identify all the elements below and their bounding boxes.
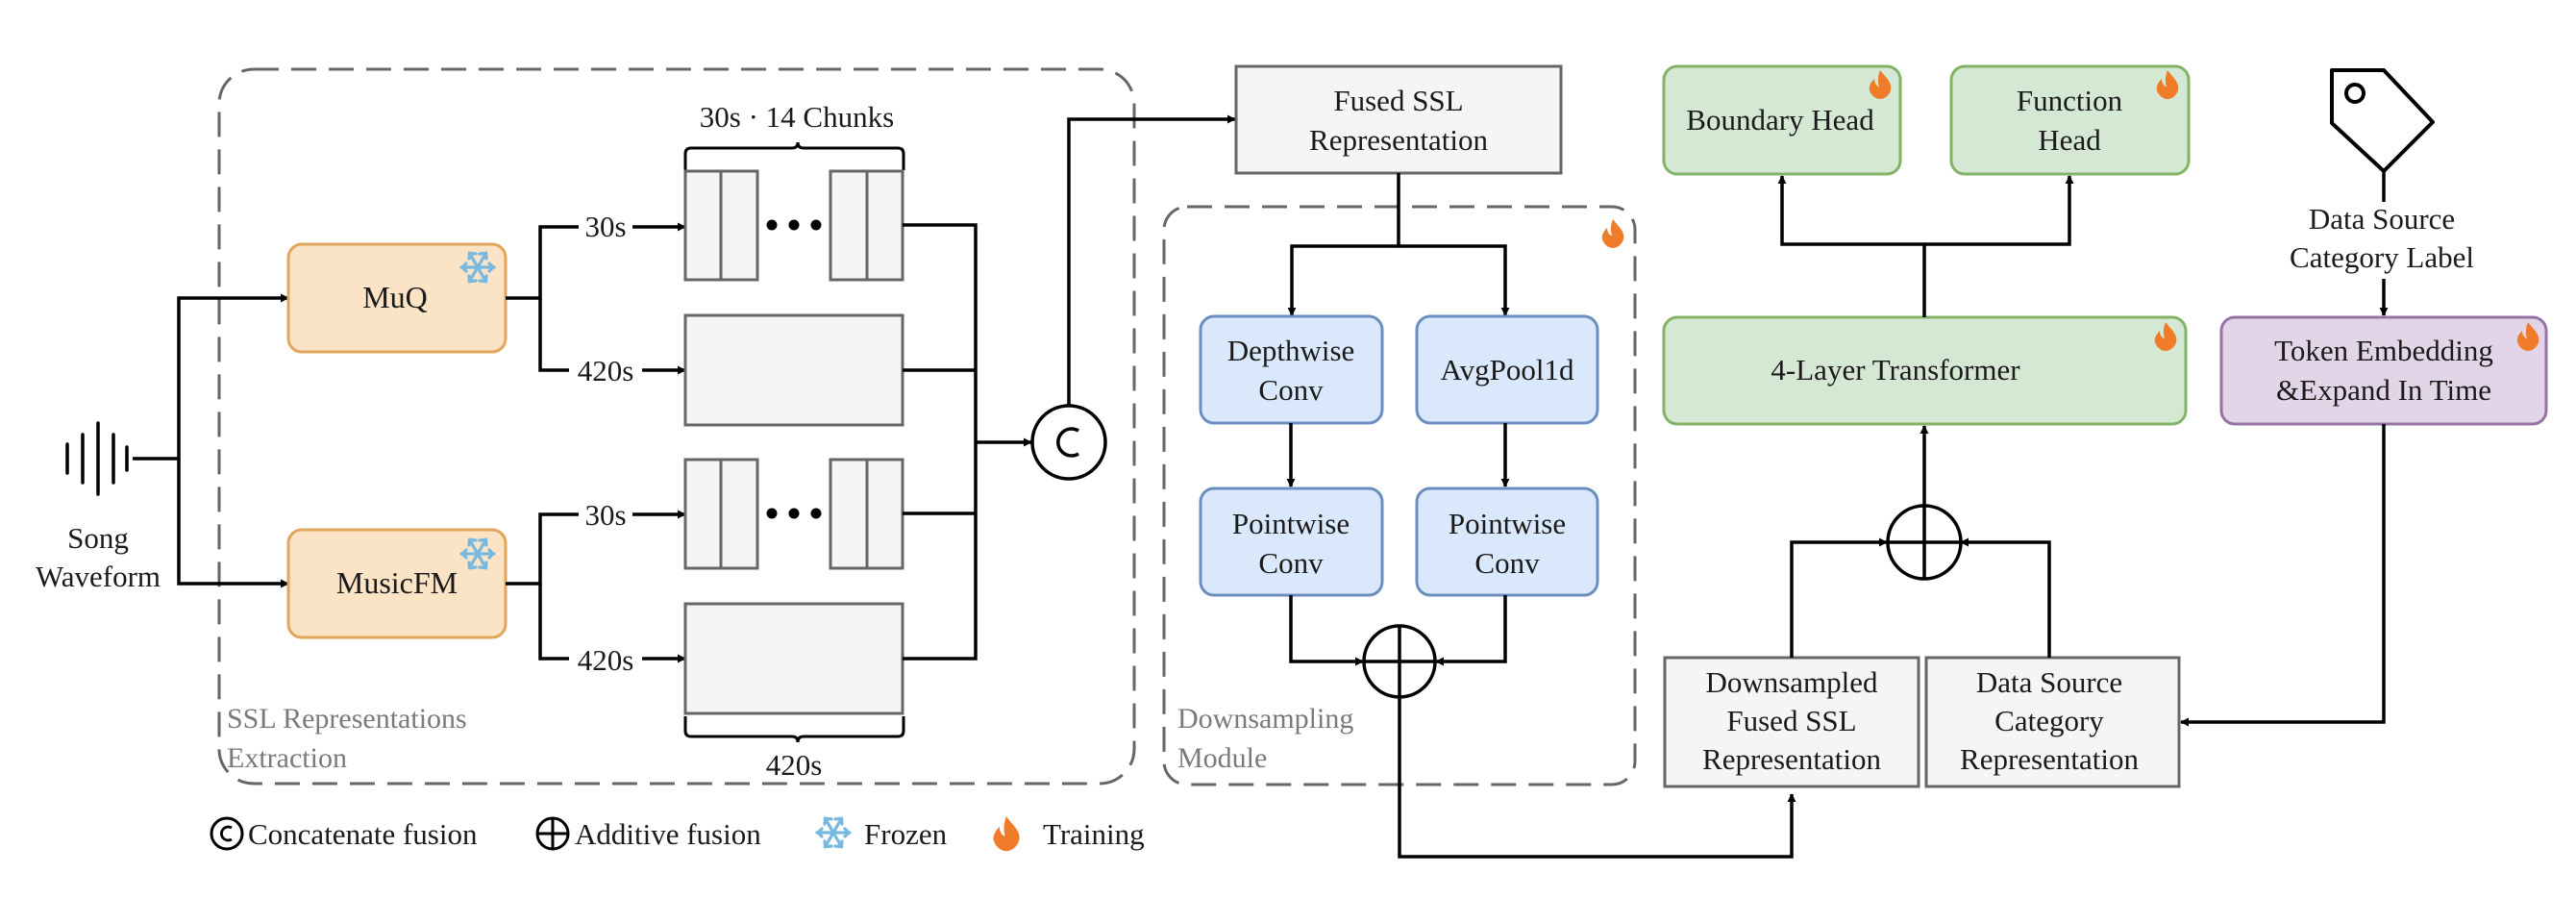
pointwise-conv-right-label: Pointwise — [1449, 507, 1566, 540]
arrow-pointwise-right-add — [1435, 595, 1507, 666]
chunks-brace-label: 30s · 14 Chunks — [700, 100, 894, 134]
downsampled-fused-ssl-box — [1663, 656, 1920, 788]
branch-label-30s-musicfm: 30s — [584, 498, 626, 532]
arrow-embedding-datasource — [2180, 424, 2386, 727]
arrow-waveform-musicfm — [177, 459, 289, 588]
arrow-downsampled-add — [1790, 537, 1888, 658]
legend-training-label: Training — [1043, 817, 1145, 851]
bottom-brace-label: 420s — [766, 748, 823, 782]
downsampled-label-line3: Representation — [1702, 742, 1881, 776]
ssl-extraction-group — [217, 67, 1136, 786]
data-source-label-line2: Category Label — [2290, 240, 2474, 274]
branch-label-420s-muq: 420s — [578, 354, 634, 387]
arrow-fused-avgpool — [1399, 244, 1510, 316]
data-source-repr-label-line3: Representation — [1960, 742, 2139, 776]
muq-30s-chunks — [683, 169, 904, 282]
pointwise-conv-right-box — [1415, 486, 1599, 597]
arrow-pointwise-left-add — [1289, 595, 1364, 666]
arrow-fused-split — [1287, 173, 1400, 316]
function-head-label: Function — [2017, 84, 2123, 117]
depthwise-conv-box — [1199, 314, 1384, 425]
downsampling-training-icon — [1601, 219, 1624, 248]
line-musicfm420-concat — [903, 442, 978, 661]
legend-concat-label: Concatenate fusion — [248, 817, 478, 851]
transformer-label: 4-Layer Transformer — [1771, 353, 2020, 387]
boundary-head-box — [1662, 64, 1902, 176]
bottom-brace — [683, 716, 905, 743]
data-source-repr-label: Data Source — [1976, 665, 2122, 699]
downsampling-group-label-line2: Module — [1177, 742, 1267, 774]
arrow-transformer-function — [1924, 175, 2074, 246]
musicfm-30s-chunks — [683, 458, 904, 570]
legend: Concatenate fusion Additive fusion Froze… — [210, 816, 1145, 852]
musicfm-chunks-ellipsis — [766, 508, 822, 519]
fused-ssl-label: Fused SSL — [1333, 84, 1463, 117]
line-muq30-concat — [903, 223, 978, 442]
token-embedding-label: Token Embedding — [2274, 334, 2493, 367]
arrow-waveform-muq — [133, 293, 289, 461]
downsampled-label-line2: Fused SSL — [1726, 704, 1856, 737]
musicfm-420s-feature — [683, 602, 904, 715]
downsampling-additive-node — [1362, 624, 1437, 699]
concat-fusion-node — [1030, 404, 1107, 481]
legend-training-icon — [993, 816, 1020, 852]
depthwise-conv-label: Depthwise — [1227, 334, 1355, 367]
arrow-datasource-add — [1960, 537, 2051, 658]
pointwise-conv-right-label-line2: Conv — [1474, 546, 1540, 580]
musicfm-encoder-label: MusicFM — [336, 565, 458, 600]
arrow-transformer-boundary — [1777, 175, 1926, 317]
function-head-box — [1949, 64, 2191, 176]
boundary-head-label: Boundary Head — [1686, 103, 1874, 137]
legend-concat-icon — [210, 816, 244, 851]
function-head-label-line2: Head — [2038, 123, 2101, 157]
fused-ssl-box — [1234, 64, 1563, 175]
song-waveform-label-line2: Waveform — [36, 560, 161, 593]
muq-encoder-label: MuQ — [362, 280, 428, 314]
muq-chunks-ellipsis — [766, 219, 822, 231]
data-source-label: Data Source — [2309, 202, 2455, 236]
downsampling-group-label: Downsampling — [1177, 703, 1353, 735]
fused-ssl-label-line2: Representation — [1309, 123, 1488, 157]
legend-additive-label: Additive fusion — [575, 817, 761, 851]
data-source-representation-box — [1924, 656, 2181, 788]
legend-frozen-icon — [815, 816, 852, 849]
branch-label-30s-muq: 30s — [584, 210, 626, 243]
pointwise-conv-left-label-line2: Conv — [1258, 546, 1324, 580]
avgpool-box — [1415, 314, 1599, 425]
tag-icon — [2330, 68, 2435, 173]
token-embedding-label-line2: &Expand In Time — [2276, 373, 2491, 407]
branch-label-420s-musicfm: 420s — [578, 643, 634, 677]
legend-additive-icon — [535, 816, 570, 851]
ssl-group-label: SSL Representations — [227, 703, 467, 735]
waveform-icon — [65, 421, 129, 496]
song-waveform-label: Song — [67, 521, 129, 555]
pointwise-conv-left-label: Pointwise — [1232, 507, 1350, 540]
muq-420s-feature — [683, 313, 904, 427]
transformer-additive-node — [1886, 504, 1963, 581]
avgpool-label: AvgPool1d — [1441, 353, 1574, 387]
arrow-add-downsampled — [1398, 697, 1796, 859]
legend-frozen-label: Frozen — [864, 817, 948, 851]
data-source-repr-label-line2: Category — [1994, 704, 2104, 737]
ssl-group-label-line2: Extraction — [227, 742, 347, 774]
downsampled-label: Downsampled — [1705, 665, 1878, 699]
chunks-brace — [683, 141, 905, 170]
depthwise-conv-label-line2: Conv — [1258, 373, 1324, 407]
arrow-concat-fused — [1067, 114, 1236, 406]
